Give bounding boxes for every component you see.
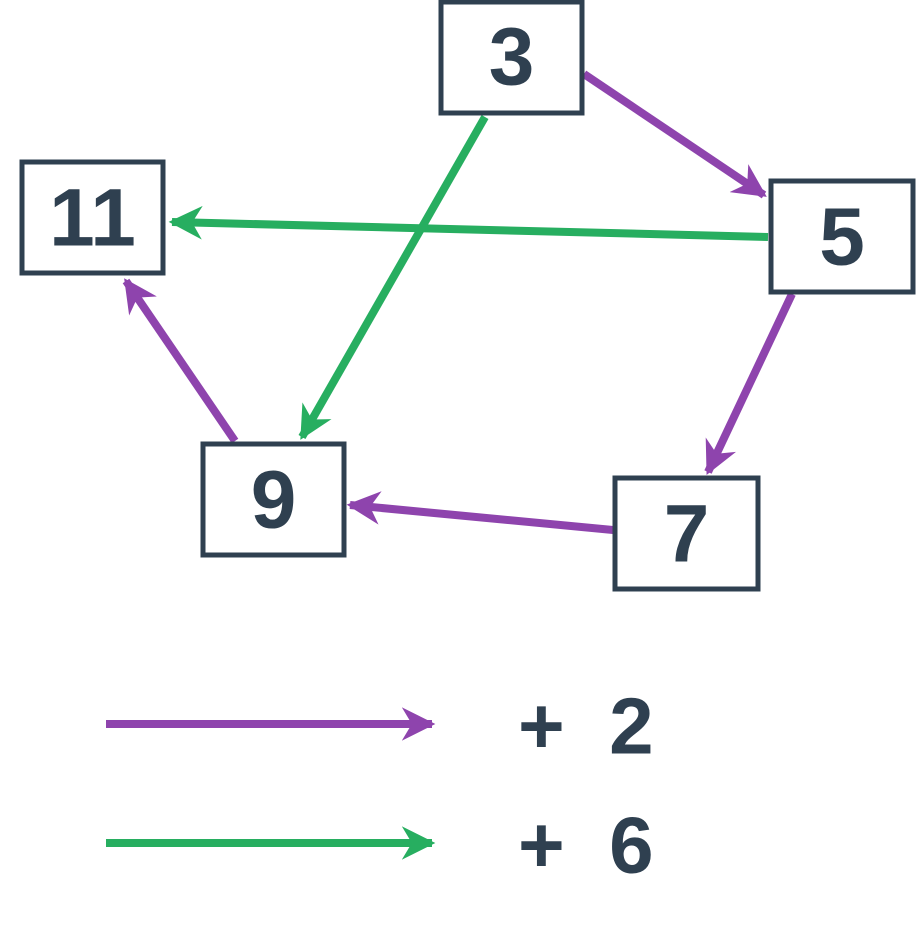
legend-item-purple: + 2 xyxy=(106,682,654,771)
node-7-label: 7 xyxy=(664,489,710,580)
node-5-label: 5 xyxy=(819,192,865,283)
node-11-label: 11 xyxy=(49,173,136,264)
legend-purple-label: + 2 xyxy=(518,682,654,771)
node-11: 11 xyxy=(19,159,166,276)
node-5: 5 xyxy=(768,178,916,295)
edge-5-to-7 xyxy=(704,292,796,476)
legend-item-green: + 6 xyxy=(106,801,654,890)
node-3: 3 xyxy=(438,0,585,116)
edge-7-to-9 xyxy=(346,491,614,534)
node-3-label: 3 xyxy=(489,12,535,103)
node-9: 9 xyxy=(200,441,347,558)
edge-3-to-9 xyxy=(298,115,489,440)
edge-3-to-5 xyxy=(581,70,767,199)
node-7: 7 xyxy=(612,475,761,592)
edge-9-to-11 xyxy=(122,278,239,444)
legend-green-label: + 6 xyxy=(518,801,654,890)
edge-5-to-11 xyxy=(168,205,769,241)
node-9-label: 9 xyxy=(251,455,297,546)
legend: + 2 + 6 xyxy=(106,682,654,890)
